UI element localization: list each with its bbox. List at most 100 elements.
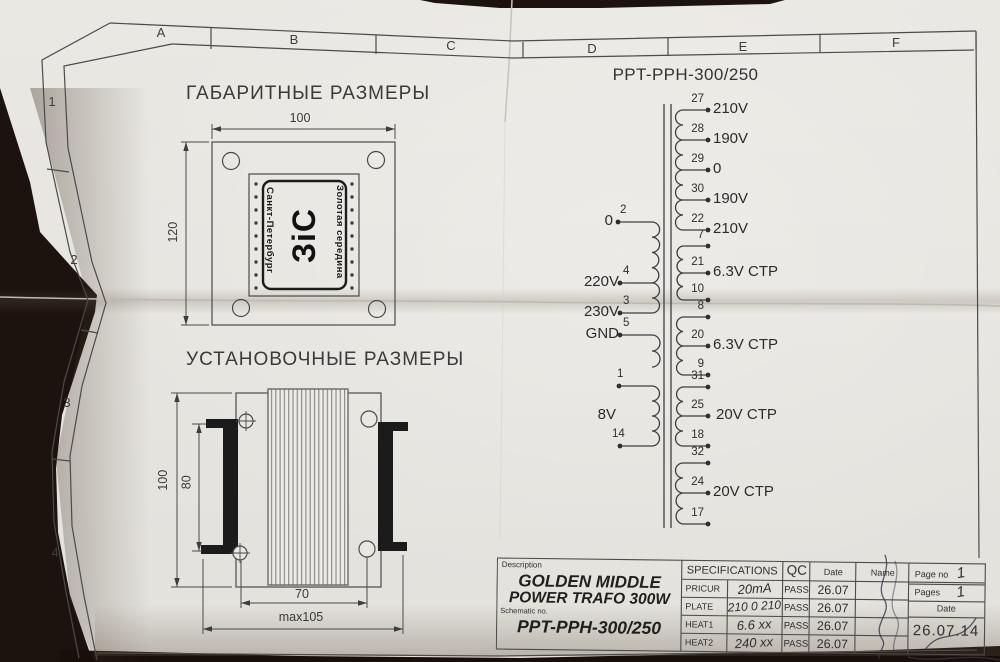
overall-dimensions-drawing: [181, 124, 396, 326]
volt-0: 0: [713, 160, 722, 177]
pin-2: 2: [620, 204, 627, 216]
volt-210v-2: 210V: [713, 220, 749, 237]
volt-20v-ctp-1: 20V CTP: [716, 406, 777, 423]
spec-header: SPECIFICATIONS: [686, 564, 778, 578]
schematic-no-value: PPT-PPH-300/250: [516, 616, 662, 639]
bottom-shadow: [95, 604, 1000, 656]
label-gnd: GND: [585, 325, 619, 342]
spec-row-value: 240 xx: [734, 634, 774, 652]
spec-row-date: 26.07: [816, 636, 849, 652]
label-0-primary: 0: [604, 212, 613, 229]
spec-row-qc: PASS: [784, 584, 809, 596]
logo-brand-text: Золотая середина: [334, 185, 345, 279]
qc-header: QC: [786, 562, 807, 578]
grid-column-e: E: [738, 39, 748, 54]
transformer-schematic: [615, 104, 711, 528]
dim-100-mount: 100: [156, 469, 171, 491]
grid-column-b: B: [289, 32, 299, 47]
spec-row-value: 210 0 210: [727, 597, 782, 615]
pin-8: 8: [697, 300, 704, 312]
spec-row-date: 26.07: [817, 582, 849, 598]
overall-drawing-title: ГАБАРИТНЫЕ РАЗМЕРЫ: [186, 83, 431, 104]
dimension-lines: [181, 124, 396, 326]
pin-9: 9: [697, 358, 704, 370]
spec-row-qc: PASS: [783, 638, 809, 650]
spec-row-param: PRICUR: [685, 583, 721, 594]
pin-27: 27: [691, 93, 704, 105]
grid-column-c: C: [446, 38, 456, 53]
heater2-coil: [675, 316, 684, 376]
volt-6v3-ctp-1: 6.3V CTP: [713, 263, 779, 280]
grid-column-f: F: [892, 35, 900, 50]
dim-max105-mount: max105: [278, 610, 324, 624]
dim-70-mount: 70: [295, 587, 309, 601]
page-no-label: Page no: [914, 569, 949, 580]
secondary-terminal-dots: [705, 107, 711, 527]
product-name-line2: POWER TRAFO 300W: [508, 589, 671, 609]
logo-monogram: ЗіС: [263, 181, 346, 289]
pin-5: 5: [623, 317, 630, 329]
pin-30: 30: [691, 183, 704, 195]
spec-row-qc: PASS: [783, 620, 809, 632]
pin-7: 7: [697, 229, 704, 241]
pin-28: 28: [691, 123, 704, 135]
pin-25: 25: [691, 399, 704, 411]
date-value: 26.07.14: [912, 622, 980, 640]
pin-17: 17: [691, 507, 704, 519]
mounting-drawing-title: УСТАНОВОЧНЫЕ РАЗМЕРЫ: [186, 349, 465, 370]
manufacturer-logo: Санкт-Петербург Золотая середина ЗіС: [263, 181, 346, 289]
pages-label: Pages: [914, 587, 941, 598]
pin-14: 14: [612, 428, 625, 440]
schematic-title: PPT-PPH-300/250: [612, 65, 759, 84]
date-label: Date: [936, 603, 956, 614]
dim-80-mount: 80: [179, 475, 194, 490]
dimension-lines: [171, 392, 404, 634]
dim-100-top: 100: [289, 111, 311, 125]
grid-row-4: 4: [51, 545, 59, 560]
pin-3: 3: [623, 295, 630, 307]
primary-leads: [618, 221, 652, 447]
paper-edge-shadow: [30, 88, 150, 662]
volt-210v-1: 210V: [713, 100, 749, 117]
primary-coil: [651, 221, 661, 314]
schematic-no-label: Schematic no.: [500, 606, 548, 616]
logo-monogram-text: ЗіС: [285, 207, 322, 263]
volt-6v3-ctp-2: 6.3V CTP: [713, 336, 779, 353]
pin-10: 10: [691, 283, 704, 295]
grid-column-a: A: [156, 25, 166, 40]
label-8v: 8V: [597, 406, 616, 423]
grid-column-d: D: [587, 41, 597, 56]
secondary-leads: [683, 109, 708, 525]
lv1-coil: [674, 386, 684, 447]
gnd-screen-coil: [651, 334, 661, 368]
volt-190v-2: 190V: [713, 190, 749, 207]
pin-32: 32: [691, 446, 704, 458]
right-clamp-bracket: [378, 422, 408, 551]
aux-8v-coil: [651, 385, 661, 447]
spec-row-date: 26.07: [816, 618, 849, 634]
mounting-dimensions-drawing: [171, 388, 408, 634]
qc-signature: [878, 554, 1000, 661]
pin-18: 18: [691, 429, 704, 441]
spec-row-param: HEAT1: [685, 619, 714, 630]
spec-row-param: HEAT2: [684, 637, 714, 648]
date-header: Date: [823, 566, 843, 578]
logo-city-text: Санкт-Петербург: [264, 187, 275, 274]
pin-20: 20: [691, 329, 704, 341]
pin-22: 22: [691, 213, 704, 225]
product-name-line1: GOLDEN MIDDLE: [518, 571, 662, 593]
sheet-frame: [41, 22, 980, 661]
grid-row-2: 2: [70, 252, 78, 267]
pin-31: 31: [691, 370, 704, 382]
grid-row-1: 1: [48, 94, 56, 109]
label-230v: 230V: [583, 303, 619, 320]
volt-20v-ctp-2: 20V CTP: [713, 483, 774, 500]
terminal-dot-rows: [254, 182, 354, 290]
pin-4: 4: [623, 265, 630, 277]
primary-terminal-dots: [615, 219, 623, 449]
description-label: Description: [501, 560, 542, 570]
core-lines: [663, 104, 672, 528]
label-220v: 220V: [583, 273, 619, 290]
